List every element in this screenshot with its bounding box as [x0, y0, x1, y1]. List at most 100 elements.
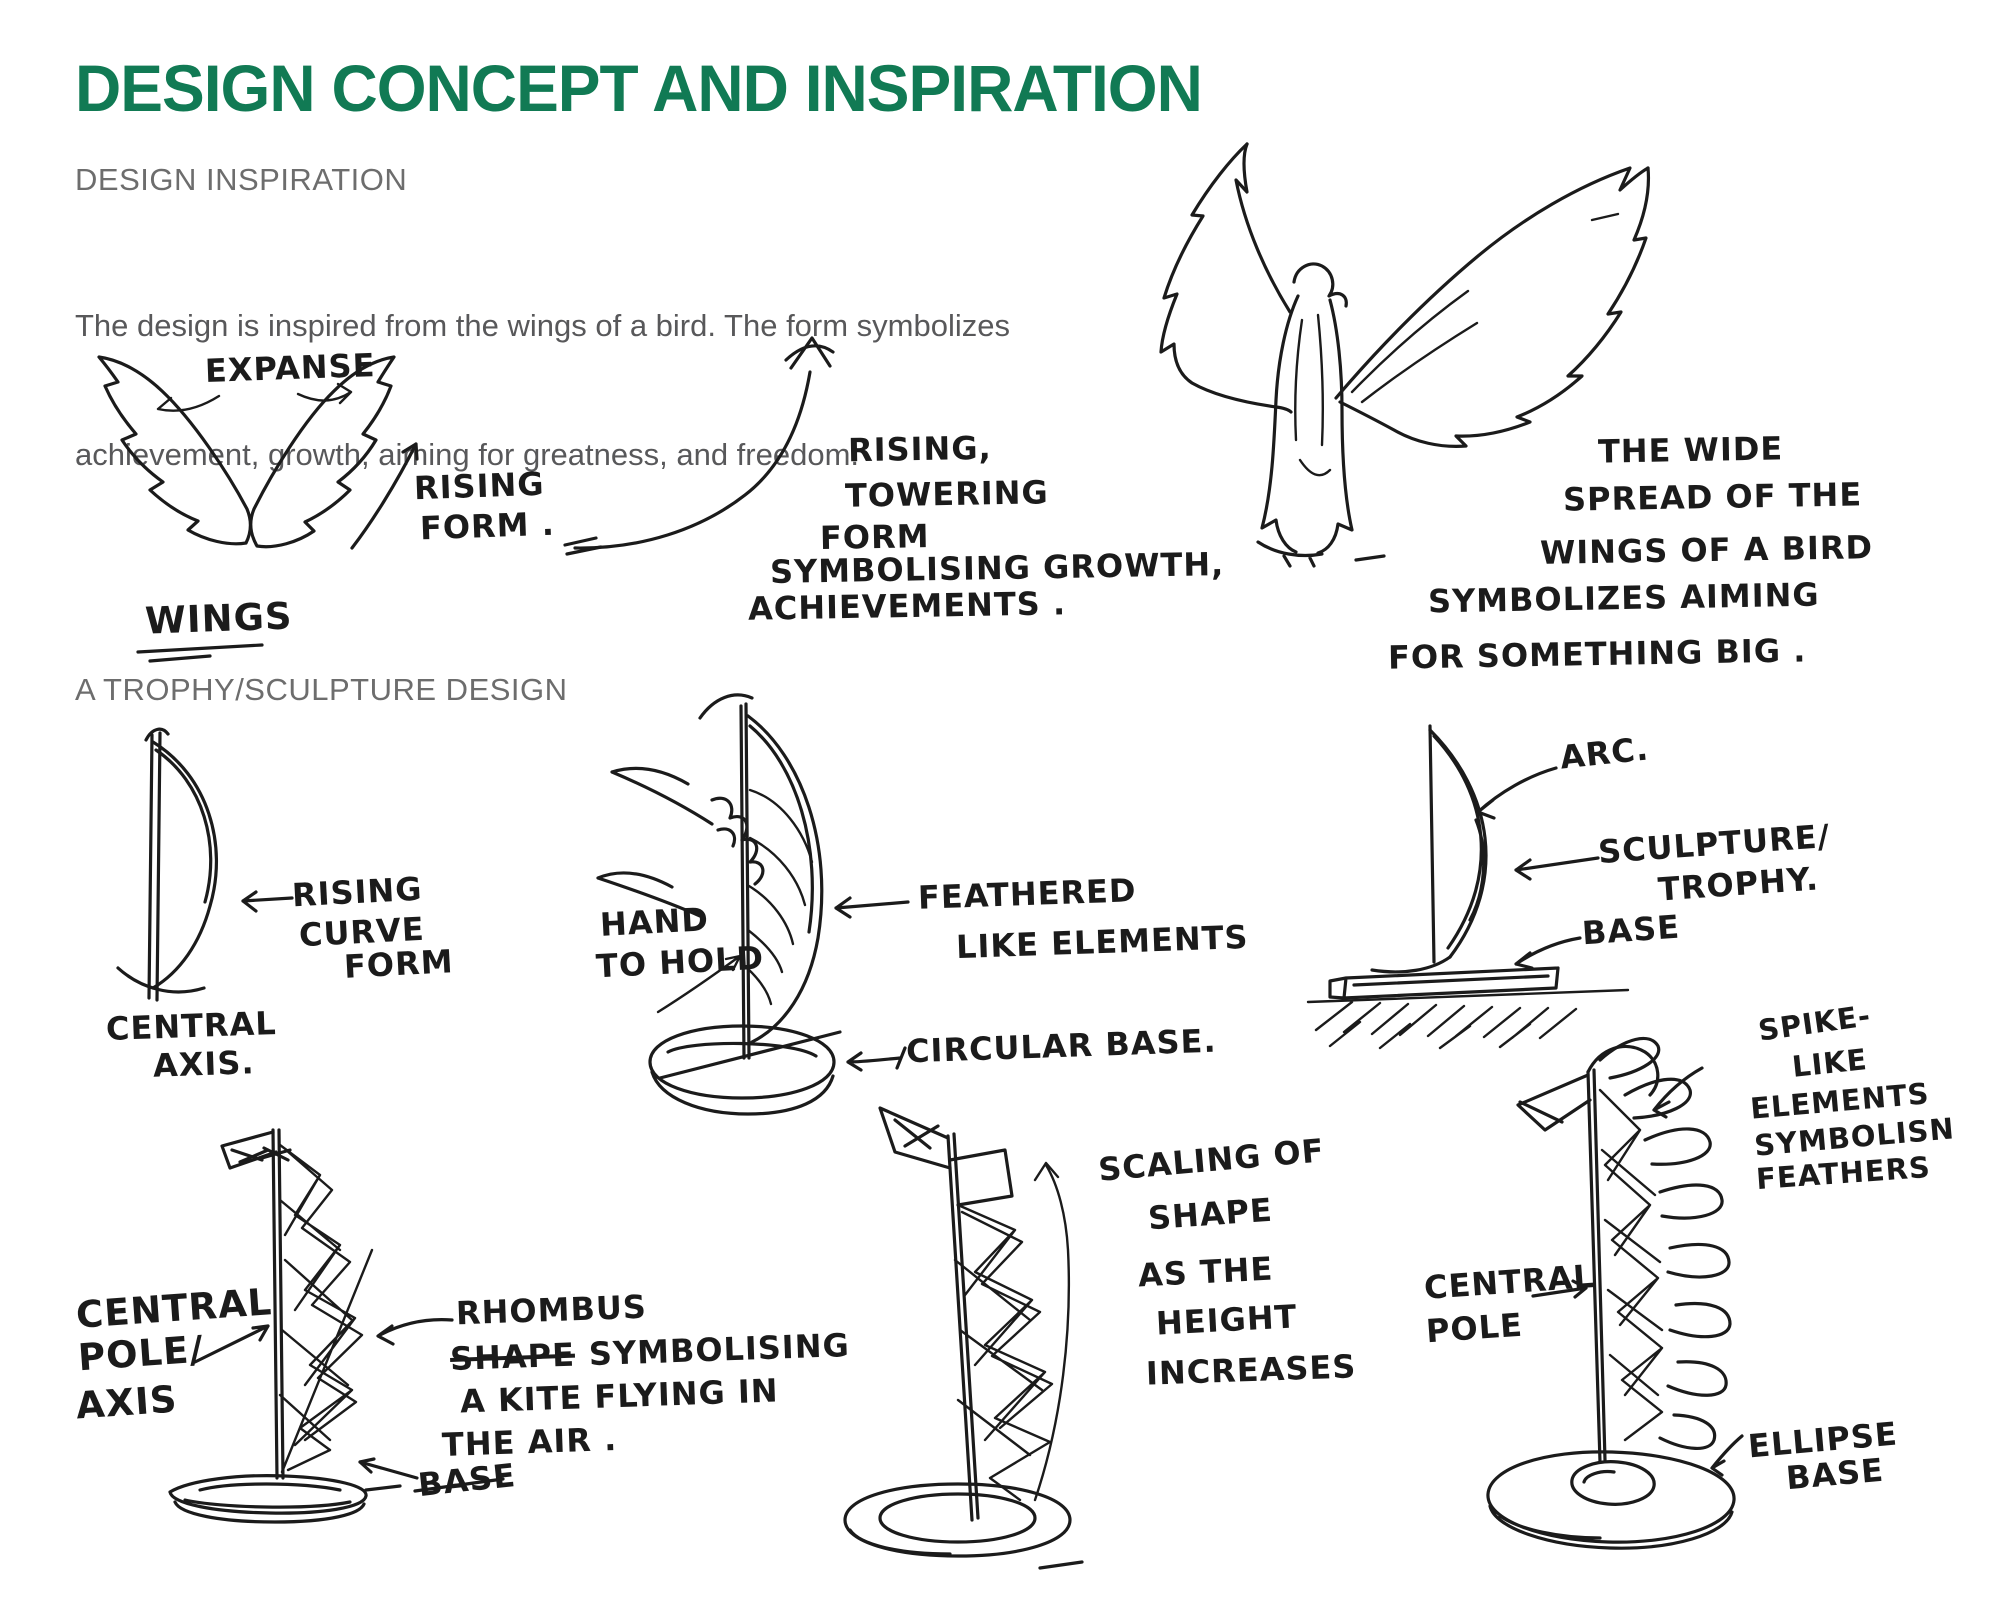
rhombus-struck-word: SHAPE	[449, 1335, 576, 1378]
wings-sketch	[97, 355, 419, 663]
base-arrow	[1514, 936, 1582, 970]
paragraph-line-1: The design is inspired from the wings of…	[75, 308, 1010, 343]
feathered-l1: FEATHERED	[917, 871, 1138, 917]
bird-left-wing	[1234, 142, 1292, 314]
curve-sketch	[116, 727, 294, 1002]
bird-note-l1: THE WIDE	[1597, 429, 1784, 471]
hand-fingers	[710, 796, 765, 886]
rising-note-l2: TOWERING	[844, 473, 1050, 515]
central-pole-arrow	[193, 1324, 270, 1364]
arc-curve	[1428, 728, 1488, 959]
arc-trophy-sketch	[1306, 724, 1630, 1050]
rhombus-l1: RHOMBUS	[455, 1287, 648, 1333]
central-axis-l1: CENTRAL	[105, 1004, 278, 1048]
bird-note-l2: SPREAD OF THE	[1562, 475, 1863, 519]
arc-base-platform	[1328, 966, 1560, 1000]
wings-caption: WINGS	[144, 594, 294, 643]
scaling-base	[843, 1482, 1084, 1570]
curve-bottom-swash	[116, 727, 206, 994]
rising-note-l5: ACHIEVEMENTS .	[747, 584, 1067, 628]
scaling-l2: SHAPE	[1146, 1190, 1275, 1238]
arc-tail	[1370, 955, 1452, 974]
kite-pole-l3: AXIS	[74, 1377, 179, 1428]
arc-arrow	[1476, 766, 1558, 820]
expanse-arrows	[156, 382, 353, 412]
arc-base-label: BASE	[1580, 907, 1682, 953]
kite-base	[168, 1474, 402, 1524]
scaling-top-flag	[878, 1106, 1014, 1207]
bird-right-wing	[1334, 166, 1650, 400]
hand-arms	[596, 766, 714, 918]
kite-base-arrow	[358, 1457, 505, 1493]
arrow-shaft	[573, 370, 812, 550]
bird-feet	[1256, 540, 1386, 568]
spike-elements	[1598, 1036, 1732, 1450]
scaling-pole	[946, 1132, 980, 1522]
spike-pole-l2: POLE	[1424, 1305, 1525, 1351]
arrow-head	[784, 336, 835, 370]
feather-pole	[698, 693, 754, 1060]
paragraph-line-2: achievement, growth, aiming for greatnes…	[75, 437, 860, 472]
left-wing	[97, 355, 252, 546]
arrow-tail-marks	[563, 536, 603, 556]
scaling-arrow	[1033, 1161, 1071, 1502]
rising-curve-l3: FORM	[343, 942, 455, 986]
rising-curve	[151, 740, 218, 990]
spike-central-pole-arrow	[1531, 1279, 1588, 1299]
sculpture-arrow	[1514, 856, 1600, 881]
hand-arrow	[656, 954, 742, 1014]
circular-base-arrow	[846, 1046, 907, 1072]
rising-note-l4: SYMBOLISING GROWTH,	[769, 545, 1225, 591]
central-axis-l2: AXIS.	[152, 1043, 256, 1085]
rhombus-arrow	[376, 1318, 454, 1346]
page-title: DESIGN CONCEPT AND INSPIRATION	[75, 51, 1203, 125]
bird-note-l5: FOR SOMETHING BIG .	[1387, 631, 1807, 677]
kite-pole	[271, 1128, 285, 1480]
design-inspiration-heading: DESIGN INSPIRATION	[75, 162, 408, 197]
spike-pole	[1586, 1068, 1607, 1464]
spike-feather-sketch	[1486, 1036, 1744, 1550]
feathered-arrow	[834, 896, 910, 919]
bird-body	[1260, 294, 1354, 555]
scaling-lattice	[953, 1203, 1054, 1502]
ellipse-base-arrow	[1710, 1434, 1744, 1477]
ellipse-base-l2: BASE	[1784, 1450, 1886, 1498]
scaling-sketch	[843, 1106, 1084, 1570]
rising-arrow-sketch	[563, 336, 835, 556]
feather-barbs	[745, 788, 814, 1006]
wings-underline	[136, 643, 264, 663]
rising-note-l1: RISING,	[847, 428, 993, 470]
trophy-sculpture-heading: A TROPHY/SCULPTURE DESIGN	[75, 672, 568, 707]
kite-pole-sketch	[168, 1128, 505, 1524]
rising-curve-l1: RISING	[291, 869, 424, 915]
arc-axis	[1428, 724, 1436, 964]
kite-flag-top	[220, 1130, 292, 1170]
rising-form-label-line2: FORM .	[419, 504, 556, 548]
scaling-l3: AS THE	[1137, 1249, 1275, 1295]
expanse-label: EXPANSE	[204, 346, 377, 390]
scaling-l5: INCREASES	[1145, 1347, 1357, 1393]
rhombus-lattice	[278, 1143, 374, 1474]
bird-note-l3: WINGS OF A BIRD	[1539, 528, 1874, 572]
rising-form-label-line1: RISING	[413, 464, 546, 508]
spike-note-l2: LIKE	[1790, 1042, 1870, 1084]
feather-trophy-sketch	[596, 693, 910, 1116]
bird-right-wing-edge	[1338, 166, 1651, 448]
bird-left-wing-edge	[1159, 142, 1293, 414]
circular-base	[648, 1024, 842, 1116]
bird-head	[1292, 262, 1348, 308]
curve-arrow	[241, 890, 294, 913]
feather-blade	[746, 714, 824, 1044]
intro-paragraph: The design is inspired from the wings of…	[75, 218, 1010, 562]
ground-hatching	[1306, 988, 1630, 1050]
spike-lattice	[1598, 1088, 1664, 1442]
spike-arrow	[1652, 1066, 1704, 1119]
bird-note-l4: SYMBOLIZES AIMING	[1427, 575, 1820, 621]
rhombus-l4: THE AIR .	[441, 1419, 618, 1465]
hand-to-hold-l1: HAND	[599, 900, 710, 944]
scaling-l4: HEIGHT	[1155, 1297, 1299, 1343]
right-wing	[249, 355, 396, 549]
kite-pole-l2: POLE/	[76, 1327, 206, 1380]
